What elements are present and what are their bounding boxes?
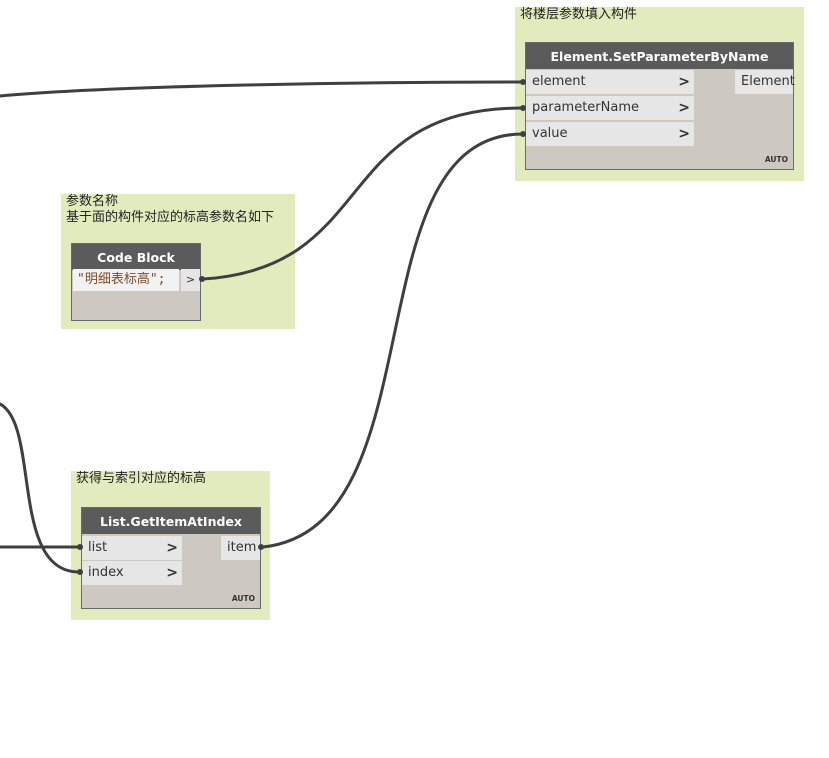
port-label: element [532, 74, 586, 89]
chevron-right-icon: > [166, 540, 178, 556]
port-label: index [88, 565, 124, 580]
wire-to-element[interactable] [0, 80, 525, 98]
port-label: list [88, 540, 108, 555]
port-dot [77, 569, 83, 575]
lacing-label: AUTO [231, 594, 255, 603]
port-label: Element [741, 74, 795, 89]
port-dot [520, 131, 526, 137]
chevron-right-icon: > [678, 126, 690, 142]
group-title: 获得与索引对应的标高 [76, 471, 207, 486]
port-dot [77, 544, 83, 550]
wire-item-to-value[interactable] [261, 132, 525, 549]
code-editor[interactable]: "明细表标高"; [73, 269, 179, 291]
input-port-list[interactable]: list > [82, 536, 182, 560]
chevron-right-icon: > [678, 100, 690, 116]
chevron-right-icon: > [678, 74, 690, 90]
port-label: value [532, 126, 568, 141]
node-element-setparameterbyname[interactable]: Element.SetParameterByName element > par… [525, 42, 795, 170]
port-dot [258, 544, 264, 550]
port-label: parameterName [532, 100, 639, 115]
input-port-element[interactable]: element > [526, 70, 694, 94]
port-dot [520, 79, 526, 85]
chevron-right-icon: > [166, 565, 178, 581]
node-title: Code Block [72, 244, 200, 270]
node-title: Element.SetParameterByName [526, 43, 793, 69]
output-port-element[interactable]: Element [735, 70, 795, 94]
group-title: 参数名称 基于面的构件对应的标高参数名如下 [66, 194, 275, 225]
node-code-block[interactable]: Code Block "明细表标高"; > [71, 243, 201, 321]
output-port-code[interactable]: > [181, 269, 200, 291]
node-list-getitematindex[interactable]: List.GetItemAtIndex list > index > item … [81, 507, 261, 609]
wire-to-index[interactable] [0, 402, 81, 574]
port-dot [199, 276, 205, 282]
input-port-index[interactable]: index > [82, 561, 182, 585]
group-title: 将楼层参数填入构件 [520, 7, 638, 22]
lacing-label: AUTO [764, 155, 788, 164]
input-port-parametername[interactable]: parameterName > [526, 96, 694, 120]
node-title: List.GetItemAtIndex [82, 508, 260, 534]
port-dot [520, 105, 526, 111]
input-port-value[interactable]: value > [526, 122, 694, 146]
port-label: item [227, 540, 257, 555]
output-port-item[interactable]: item [221, 536, 260, 560]
